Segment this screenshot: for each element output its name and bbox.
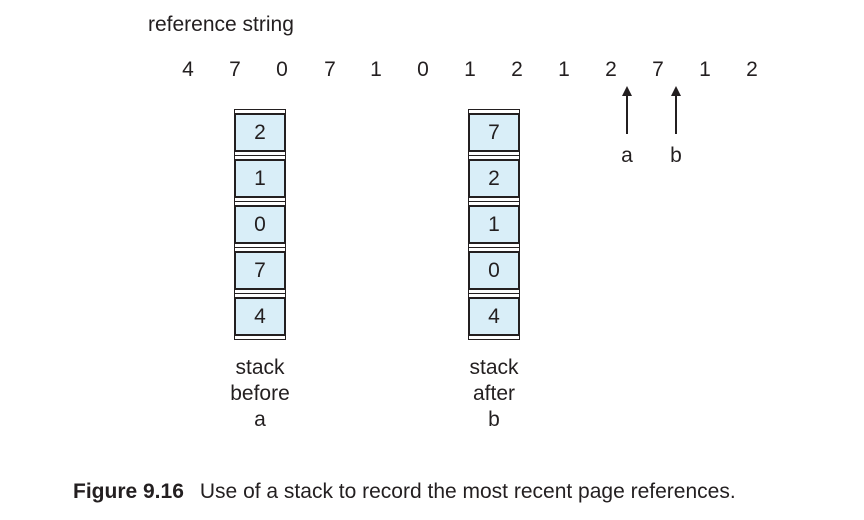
- reference-value: 7: [229, 58, 241, 81]
- reference-value: 7: [652, 58, 664, 81]
- reference-value: 0: [276, 58, 288, 81]
- stack-after-label: stack after b: [434, 355, 554, 433]
- reference-value: 1: [464, 58, 476, 81]
- reference-value: 1: [370, 58, 382, 81]
- stack-cell: 2: [468, 156, 520, 202]
- stack-cell: 1: [234, 156, 286, 202]
- stack-cell: 0: [234, 202, 286, 248]
- stack-cell: 4: [234, 294, 286, 340]
- stack-cell-value: 4: [468, 297, 520, 336]
- up-arrow-icon: [669, 86, 683, 134]
- reference-value: 7: [324, 58, 336, 81]
- reference-value: 1: [558, 58, 570, 81]
- figure-caption: Figure 9.16 Use of a stack to record the …: [73, 479, 736, 505]
- stack-cell-value: 0: [468, 251, 520, 290]
- marker-label-a: a: [621, 144, 633, 167]
- stack-cell: 0: [468, 248, 520, 294]
- stack-cell: 1: [468, 202, 520, 248]
- stack-cell: 4: [468, 294, 520, 340]
- stack-cell-value: 0: [234, 205, 286, 244]
- stack-cell-value: 2: [468, 159, 520, 198]
- stack-label-line: a: [254, 408, 266, 431]
- stack-cell-value: 2: [234, 113, 286, 152]
- figure-number: Figure 9.16: [73, 480, 184, 503]
- stack-label-line: before: [230, 382, 290, 405]
- stack-cell-value: 4: [234, 297, 286, 336]
- stack-cell-value: 7: [468, 113, 520, 152]
- reference-value: 2: [511, 58, 523, 81]
- stack-label-line: b: [488, 408, 500, 431]
- reference-value: 0: [417, 58, 429, 81]
- reference-value: 2: [605, 58, 617, 81]
- reference-value: 1: [699, 58, 711, 81]
- marker-label-b: b: [670, 144, 682, 167]
- up-arrow-icon: [620, 86, 634, 134]
- stack-cell-value: 1: [468, 205, 520, 244]
- reference-value: 2: [746, 58, 758, 81]
- reference-string-heading: reference string: [148, 13, 294, 36]
- stack-label-line: stack: [235, 356, 285, 379]
- stack-cell: 7: [468, 110, 520, 156]
- stack-before-a: 2 1 0 7 4: [234, 109, 286, 340]
- stack-label-line: after: [472, 382, 516, 405]
- stack-label-line: stack: [469, 356, 519, 379]
- stack-cell-value: 1: [234, 159, 286, 198]
- stack-cell: 2: [234, 110, 286, 156]
- stack-after-b: 7 2 1 0 4: [468, 109, 520, 340]
- reference-string-row: 4 7 0 7 1 0 1 2 1 2 7 1 2: [0, 56, 864, 84]
- reference-value: 4: [182, 58, 194, 81]
- stack-before-label: stack before a: [200, 355, 320, 433]
- figure-caption-text: Use of a stack to record the most recent…: [199, 480, 736, 503]
- stack-cell-value: 7: [234, 251, 286, 290]
- stack-cell: 7: [234, 248, 286, 294]
